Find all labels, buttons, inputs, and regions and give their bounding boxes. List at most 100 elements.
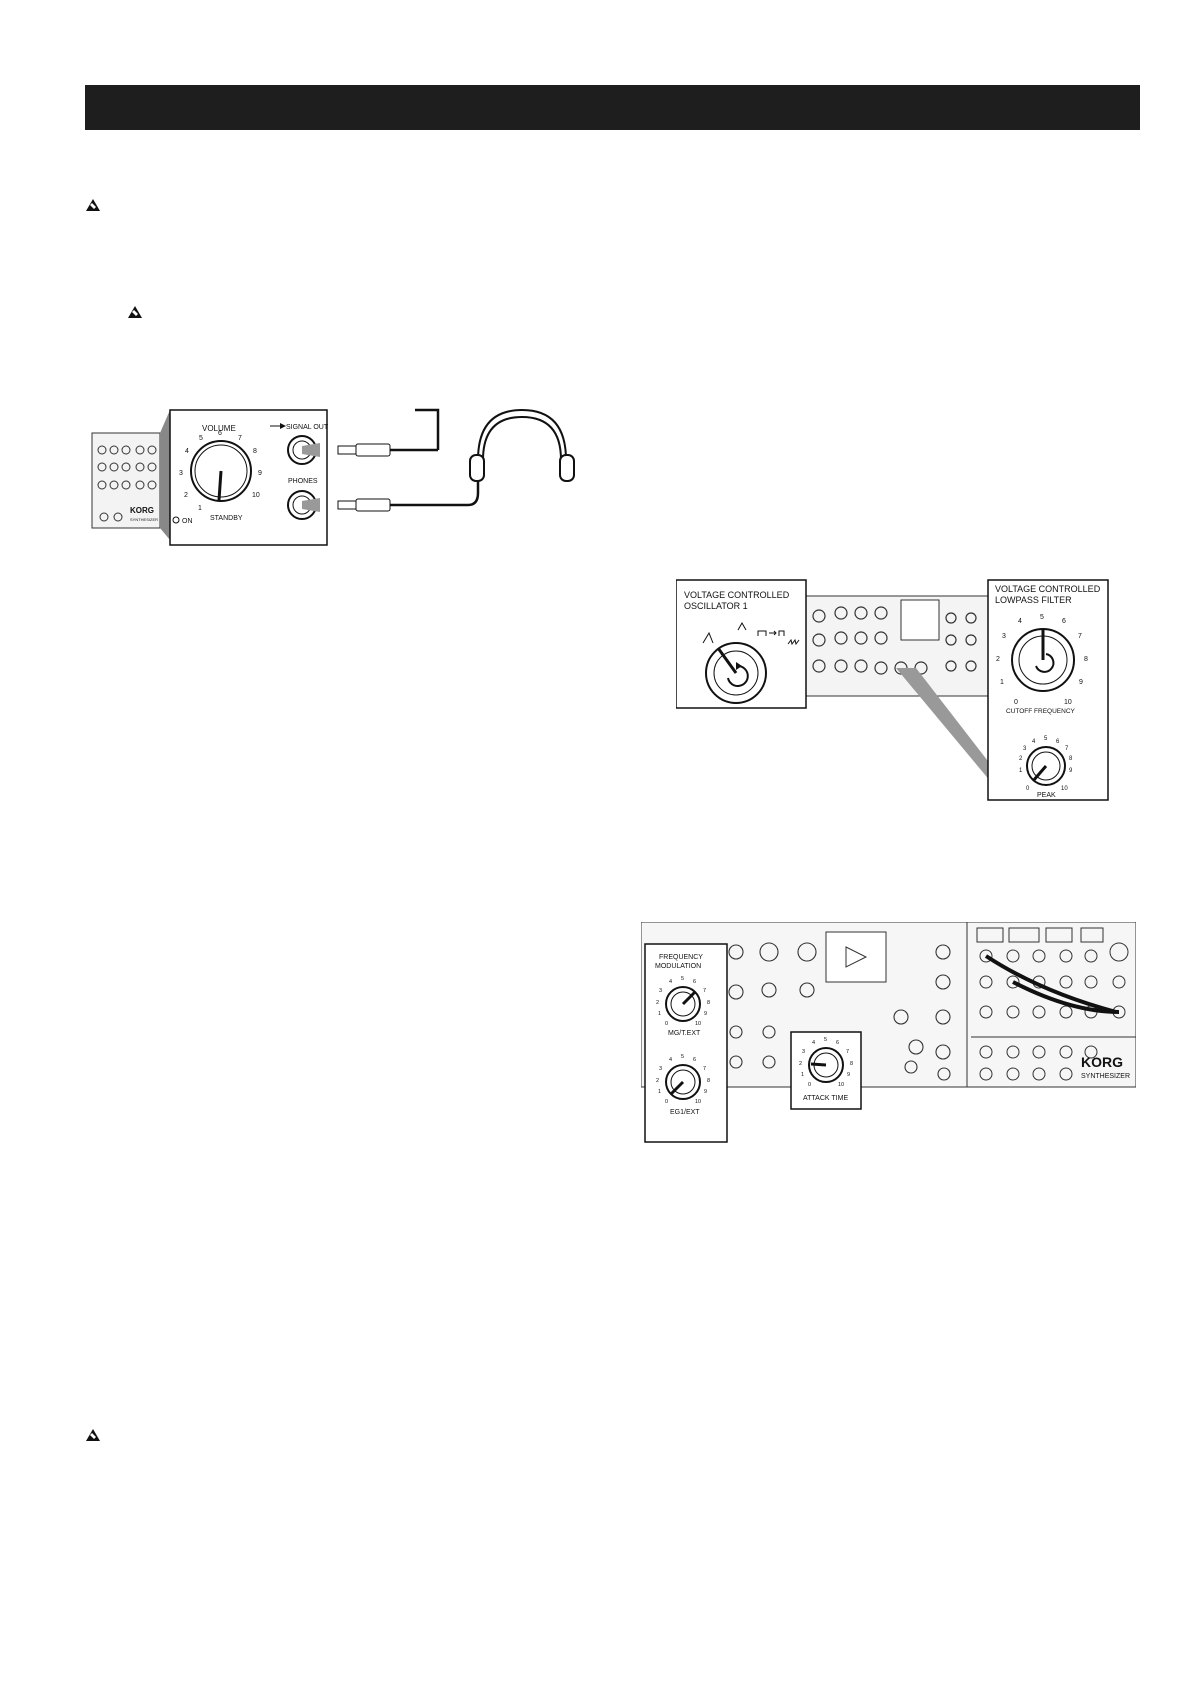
dial-number: 7 — [1065, 746, 1069, 752]
frequency-modulation-panel — [644, 943, 728, 1143]
dial-number: 10 — [252, 492, 260, 499]
dial-number: 3 — [179, 470, 183, 477]
dial-number: 0 — [665, 1021, 668, 1027]
signal-cable — [337, 408, 440, 457]
dial-number: 9 — [1079, 679, 1083, 686]
dial-number: 10 — [695, 1099, 701, 1105]
dial-number: 3 — [802, 1049, 805, 1055]
caution-icon — [128, 306, 142, 318]
on-label: ON — [182, 518, 193, 525]
figure-vco-vcf: VOLTAGE CONTROLLED OSCILLATOR 1 VOLTAGE … — [676, 579, 1109, 801]
dial-number: 2 — [996, 656, 1000, 663]
dial-number: 6 — [836, 1040, 839, 1046]
dial-number: 4 — [1032, 739, 1036, 745]
patch-cable — [984, 954, 1120, 1014]
dial-number: 1 — [1019, 768, 1023, 774]
dial-number: 7 — [1078, 633, 1082, 640]
dial-number: 8 — [707, 1000, 710, 1006]
waveform-icons — [702, 621, 800, 646]
dial-number: 6 — [1056, 739, 1060, 745]
mg-text-label: MG/T.EXT — [668, 1030, 701, 1037]
dial-number: 9 — [704, 1089, 707, 1095]
dial-number: 6 — [693, 1057, 696, 1063]
phones-label: PHONES — [288, 478, 318, 485]
dial-number: 4 — [669, 979, 672, 985]
dial-number: 2 — [656, 1000, 659, 1006]
volume-knob — [190, 440, 252, 502]
dial-number: 10 — [1061, 786, 1068, 792]
dial-number: 7 — [703, 988, 706, 994]
dial-number: 2 — [799, 1061, 802, 1067]
vcf-title-line2: LOWPASS FILTER — [995, 595, 1072, 605]
dial-number: 8 — [850, 1061, 853, 1067]
dial-number: 3 — [1023, 746, 1027, 752]
dial-number: 8 — [1069, 756, 1073, 762]
cutoff-frequency-label: CUTOFF FREQUENCY — [1006, 708, 1076, 715]
dial-number: 5 — [1040, 614, 1044, 621]
attack-time-knob — [808, 1047, 844, 1083]
dial-number: 4 — [669, 1057, 672, 1063]
fm-title-line1: FREQUENCY — [659, 954, 703, 961]
dial-number: 5 — [824, 1037, 827, 1043]
dial-number: 5 — [1044, 736, 1048, 742]
dial-number: 5 — [681, 1054, 684, 1060]
dial-number: 1 — [801, 1072, 804, 1078]
brand-logo: KORG — [1081, 1054, 1123, 1070]
dial-number: 7 — [846, 1049, 849, 1055]
dial-number: 4 — [812, 1040, 815, 1046]
dial-number: 1 — [658, 1011, 661, 1017]
cutoff-frequency-knob — [1011, 628, 1075, 692]
fm-title-line2: MODULATION — [655, 963, 701, 970]
figure-output-connections: KORG SYNTHESIZER VOLUME 1 2 3 4 5 6 7 8 … — [91, 408, 575, 546]
dial-number: 0 — [665, 1099, 668, 1105]
vcf-title-line1: VOLTAGE CONTROLLED — [995, 584, 1101, 594]
peak-knob — [1026, 746, 1066, 786]
dial-number: 8 — [253, 448, 257, 455]
mini-brand-sub: SYNTHESIZER — [130, 517, 158, 522]
signal-out-label: SIGNAL OUT — [286, 424, 329, 431]
dial-number: 10 — [695, 1021, 701, 1027]
phones-cable — [337, 477, 480, 512]
brand-sub: SYNTHESIZER — [1081, 1073, 1130, 1080]
dial-number: 1 — [1000, 679, 1004, 686]
peak-label: PEAK — [1037, 792, 1056, 799]
dial-number: 1 — [658, 1089, 661, 1095]
dial-number: 10 — [1064, 699, 1072, 706]
headphones-icon — [469, 408, 575, 482]
vco1-title-line2: OSCILLATOR 1 — [684, 601, 748, 611]
dial-number: 7 — [238, 435, 242, 442]
caution-icon — [86, 199, 100, 211]
dial-number: 6 — [1062, 618, 1066, 625]
dial-number: 0 — [1026, 786, 1030, 792]
dial-number: 4 — [185, 448, 189, 455]
dial-number: 8 — [707, 1078, 710, 1084]
dial-number: 9 — [847, 1072, 850, 1078]
dial-number: 2 — [656, 1078, 659, 1084]
dial-number: 9 — [704, 1011, 707, 1017]
dial-number: 3 — [659, 988, 662, 994]
attack-time-label: ATTACK TIME — [803, 1095, 848, 1102]
dial-number: 2 — [184, 492, 188, 499]
dial-number: 3 — [659, 1066, 662, 1072]
figure-synth-patch: KORG SYNTHESIZER FREQUENCY MODULATION 0 … — [641, 922, 1136, 1143]
dial-number: 8 — [1084, 656, 1088, 663]
dial-number: 6 — [218, 430, 222, 437]
dial-number: 0 — [1014, 699, 1018, 706]
dial-number: 0 — [808, 1082, 811, 1088]
mg-text-knob — [665, 986, 701, 1022]
dial-number: 4 — [1018, 618, 1022, 625]
eg1-ext-label: EG1/EXT — [670, 1109, 700, 1116]
eg1-ext-knob — [665, 1064, 701, 1100]
dial-number: 5 — [199, 435, 203, 442]
caution-icon — [86, 1429, 100, 1441]
section-header-bar — [85, 85, 1140, 130]
standby-label: STANDBY — [210, 515, 243, 522]
dial-number: 9 — [258, 470, 262, 477]
dial-number: 6 — [693, 979, 696, 985]
dial-number: 7 — [703, 1066, 706, 1072]
dial-number: 1 — [198, 505, 202, 512]
dial-number: 9 — [1069, 768, 1073, 774]
dial-number: 3 — [1002, 633, 1006, 640]
vco1-waveform-knob — [705, 642, 767, 704]
vco1-title-line1: VOLTAGE CONTROLLED — [684, 590, 790, 600]
